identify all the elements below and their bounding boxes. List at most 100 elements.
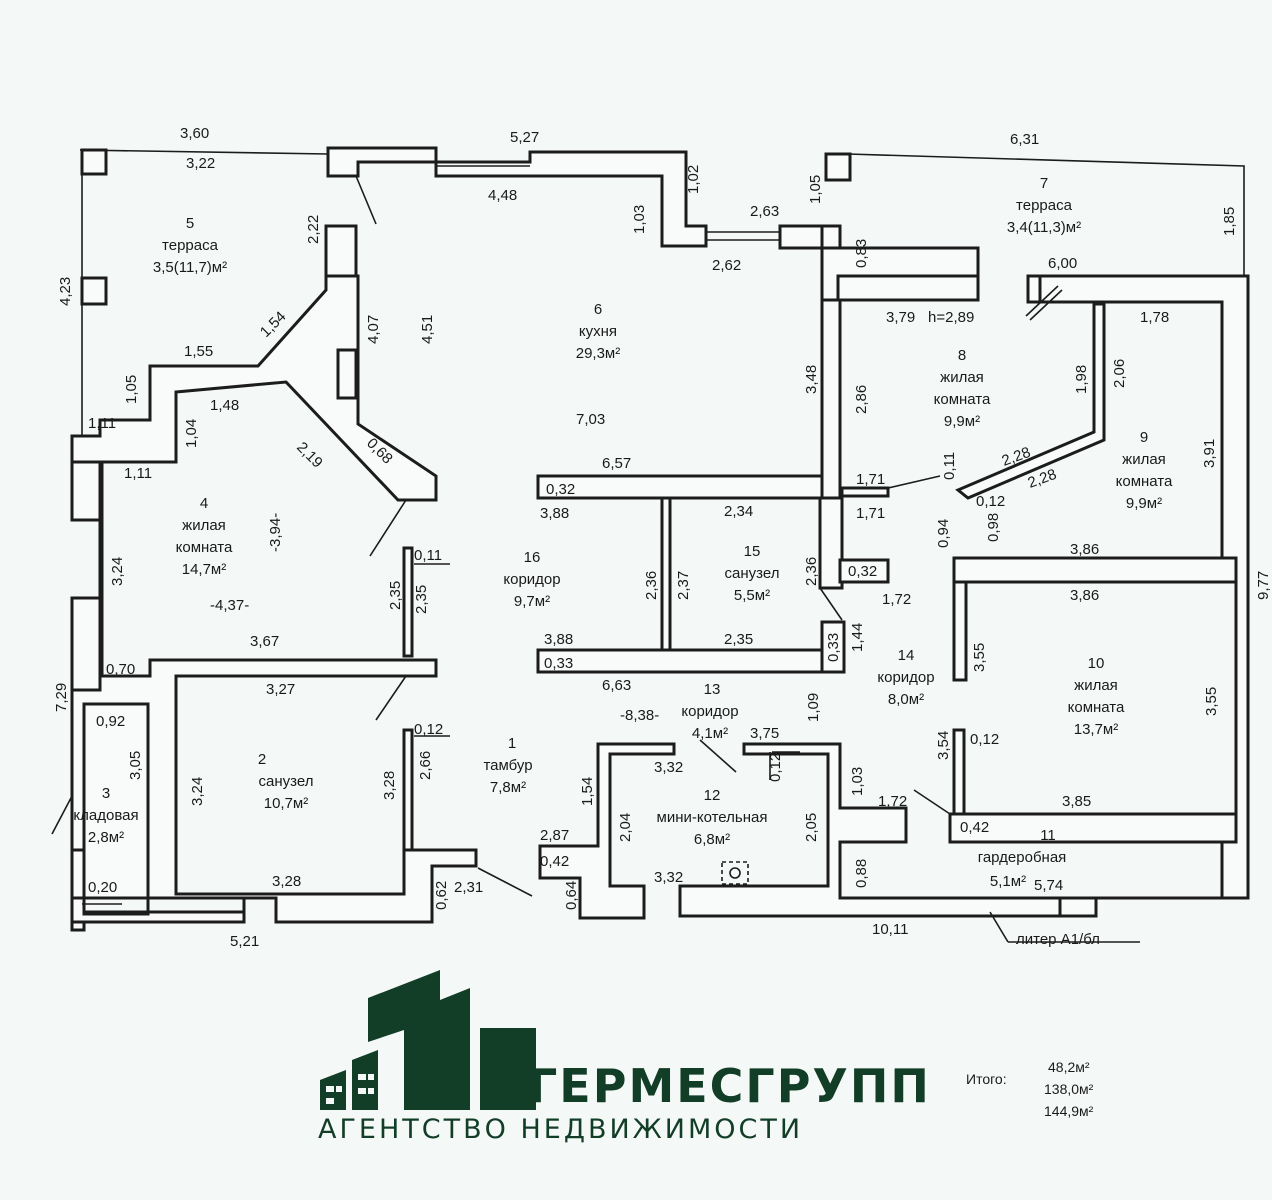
dim: 1,02: [685, 165, 702, 194]
dim: 7,03: [576, 411, 605, 428]
totals: Итого: 48,2м² 138,0м² 144,9м²: [966, 1059, 1094, 1119]
dim: 2,04: [617, 813, 634, 842]
dim: 3,88: [540, 505, 569, 522]
dim: 1,11: [88, 415, 116, 432]
company-logo: ГЕРМЕСГРУПП АГЕНТСТВО НЕДВИЖИМОСТИ: [318, 970, 931, 1145]
dim: 3,54: [935, 731, 952, 760]
dim: 5,21: [230, 933, 259, 950]
svg-text:кухня: кухня: [579, 323, 617, 340]
dim: 3,55: [971, 643, 988, 672]
dim: 1,54: [579, 777, 596, 806]
svg-text:16: 16: [524, 549, 541, 566]
dim: 1,03: [631, 205, 648, 234]
dim: 3,91: [1201, 439, 1218, 468]
svg-text:комната: комната: [1068, 699, 1125, 716]
svg-text:2: 2: [258, 751, 266, 768]
totals-value: 144,9м²: [1044, 1103, 1094, 1119]
svg-text:1: 1: [508, 735, 516, 752]
dim: 3,75: [750, 725, 779, 742]
room-5-label: 5 терраса 3,5(11,7)м²: [153, 215, 227, 276]
svg-text:3: 3: [102, 785, 110, 802]
dim: 3,27: [266, 681, 295, 698]
dim: -3,94-: [267, 513, 284, 552]
svg-text:гардеробная: гардеробная: [978, 849, 1067, 866]
room-11-label: 11 гардеробная 5,1м²: [978, 827, 1067, 890]
dim: 6,63: [602, 677, 631, 694]
dim: 2,22: [305, 215, 322, 244]
dim: 3,05: [127, 751, 144, 780]
dim: 0,12: [976, 493, 1005, 510]
dim: 0,94: [935, 519, 952, 548]
brand-tagline: АГЕНТСТВО НЕДВИЖИМОСТИ: [318, 1114, 803, 1145]
room-10-label: 10 жилая комната 13,7м²: [1068, 655, 1125, 738]
room-12-label: 12 мини-котельная 6,8м²: [657, 787, 768, 848]
svg-text:15: 15: [744, 543, 761, 560]
room-2-label: 2 санузел 10,7м²: [258, 751, 314, 812]
dim: 0,98: [985, 513, 1002, 542]
dim: 2,36: [643, 571, 660, 600]
brand-name: ГЕРМЕСГРУПП: [528, 1059, 931, 1113]
dim: 0,64: [563, 881, 580, 910]
svg-text:11: 11: [1040, 827, 1056, 844]
dim: 7,29: [53, 683, 70, 712]
dim: 2,19: [293, 439, 326, 472]
totals-value: 48,2м²: [1048, 1059, 1090, 1075]
room-6-label: 6 кухня 29,3м²: [576, 301, 621, 362]
walls: [70, 146, 1250, 932]
svg-text:комната: комната: [176, 539, 233, 556]
svg-text:терраса: терраса: [1016, 197, 1073, 214]
dim: 2,05: [803, 813, 820, 842]
dim: 1,72: [882, 591, 911, 608]
totals-label: Итого:: [966, 1071, 1007, 1087]
room-15-label: 15 санузел 5,5м²: [725, 543, 780, 604]
svg-text:2,8м²: 2,8м²: [88, 829, 124, 846]
svg-text:жилая: жилая: [1074, 677, 1118, 694]
dim: 0,11: [941, 452, 958, 480]
dim: -8,38-: [620, 707, 659, 724]
svg-text:10: 10: [1088, 655, 1105, 672]
dim: 3,28: [381, 771, 398, 800]
room-9-label: 9 жилая комната 9,9м²: [1116, 429, 1173, 512]
dim: 2,63: [750, 203, 779, 220]
dim: 3,48: [803, 365, 820, 394]
terrace-outlines: [51, 149, 1245, 943]
svg-text:29,3м²: 29,3м²: [576, 345, 621, 362]
dim: 6,31: [1010, 131, 1039, 148]
dim: 0,11: [414, 547, 442, 564]
dim: 6,57: [602, 455, 631, 472]
dim: 2,36: [803, 557, 820, 586]
svg-text:9,7м²: 9,7м²: [514, 593, 550, 610]
dim: 3,22: [186, 155, 215, 172]
svg-text:3,5(11,7)м²: 3,5(11,7)м²: [153, 259, 227, 276]
svg-text:8: 8: [958, 347, 966, 364]
room-4-label: 4 жилая комната 14,7м²: [176, 495, 233, 578]
svg-text:13: 13: [704, 681, 721, 698]
svg-text:9: 9: [1140, 429, 1148, 446]
svg-text:коридор: коридор: [503, 571, 560, 588]
dim: 2,66: [417, 751, 434, 780]
dim: 2,35: [387, 581, 404, 610]
dim: 0,32: [848, 563, 877, 580]
svg-text:жилая: жилая: [1122, 451, 1166, 468]
dim: 3,86: [1070, 587, 1099, 604]
liter-annotation: литер А1/бл: [1016, 931, 1100, 948]
dim: 2,31: [454, 879, 483, 896]
dim: 3,24: [189, 777, 206, 806]
svg-text:7,8м²: 7,8м²: [490, 779, 526, 796]
dim: 0,12: [414, 721, 443, 738]
dim: 10,11: [872, 921, 908, 938]
dim: 0,70: [106, 661, 135, 678]
dim: 3,32: [654, 759, 683, 776]
dim: 5,27: [510, 129, 539, 146]
dim: 3,60: [180, 125, 209, 142]
svg-text:5,5м²: 5,5м²: [734, 587, 770, 604]
building-logo-mark: [320, 970, 536, 1110]
dim: 1,71: [856, 471, 885, 488]
room-1-label: 1 тамбур 7,8м²: [483, 735, 532, 796]
dim: 5,74: [1034, 877, 1063, 894]
dim: 2,37: [675, 571, 692, 600]
dim: 3,88: [544, 631, 573, 648]
dim: 3,55: [1203, 687, 1220, 716]
dim: 1,44: [849, 623, 866, 652]
dim: 1,09: [805, 693, 822, 722]
